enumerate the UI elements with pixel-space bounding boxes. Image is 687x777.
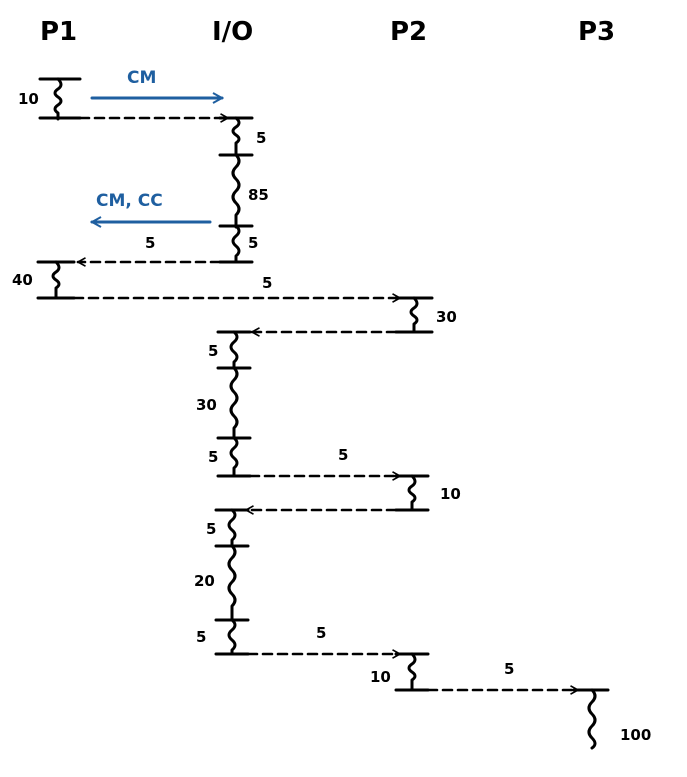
- p1-burst-2-label: 40: [12, 271, 33, 289]
- io-2-label-b: 30: [196, 396, 217, 414]
- io-3-squiggle-b: [227, 544, 237, 622]
- p2-burst-3-squiggle: [407, 652, 417, 692]
- transfer-io-to-p2-1-label: 5: [338, 446, 348, 464]
- p2-burst-2-label: 10: [440, 485, 461, 503]
- transfer-io-to-p1-label: 5: [145, 234, 155, 252]
- io-1-squiggle-a: [231, 116, 241, 157]
- message-label-cm: CM: [127, 68, 156, 88]
- transfer-p2-to-p3-label: 5: [504, 660, 514, 678]
- p3-burst-squiggle: [587, 688, 597, 750]
- io-3-label-c: 5: [196, 628, 206, 646]
- io-2-squiggle-a: [229, 330, 239, 370]
- io-2-squiggle-c: [229, 436, 239, 478]
- p1-burst-1-squiggle: [53, 77, 63, 121]
- message-label-cm-cc: CM, CC: [96, 191, 163, 211]
- p2-burst-3-label: 10: [370, 668, 391, 686]
- p2-burst-1-squiggle: [409, 296, 419, 334]
- io-2-squiggle-b: [229, 366, 239, 440]
- p3-burst-label: 100: [620, 726, 651, 744]
- header-p1: P1: [40, 17, 77, 47]
- io-2-label-a: 5: [208, 342, 218, 360]
- p1-burst-1-label: 10: [18, 90, 39, 108]
- io-3-squiggle-c: [227, 618, 237, 656]
- io-1-label-b: 85: [248, 186, 269, 204]
- io-1-label-c: 5: [248, 234, 258, 252]
- header-p3: P3: [578, 17, 615, 47]
- io-1-squiggle-c: [231, 224, 241, 264]
- io-2-label-c: 5: [208, 448, 218, 466]
- io-3-label-b: 20: [194, 572, 215, 590]
- io-3-label-a: 5: [206, 520, 216, 538]
- p1-burst-2-squiggle: [51, 260, 61, 300]
- p2-burst-2-squiggle: [407, 474, 417, 512]
- header-io: I/O: [212, 17, 253, 47]
- p2-burst-1-label: 30: [436, 308, 457, 326]
- transfer-p1-to-p2-label: 5: [262, 274, 272, 292]
- header-p2: P2: [390, 17, 427, 47]
- io-3-squiggle-a: [227, 508, 237, 548]
- transfer-io-to-p2-2-label: 5: [316, 624, 326, 642]
- io-1-label-a: 5: [256, 129, 266, 147]
- io-1-squiggle-b: [231, 153, 241, 229]
